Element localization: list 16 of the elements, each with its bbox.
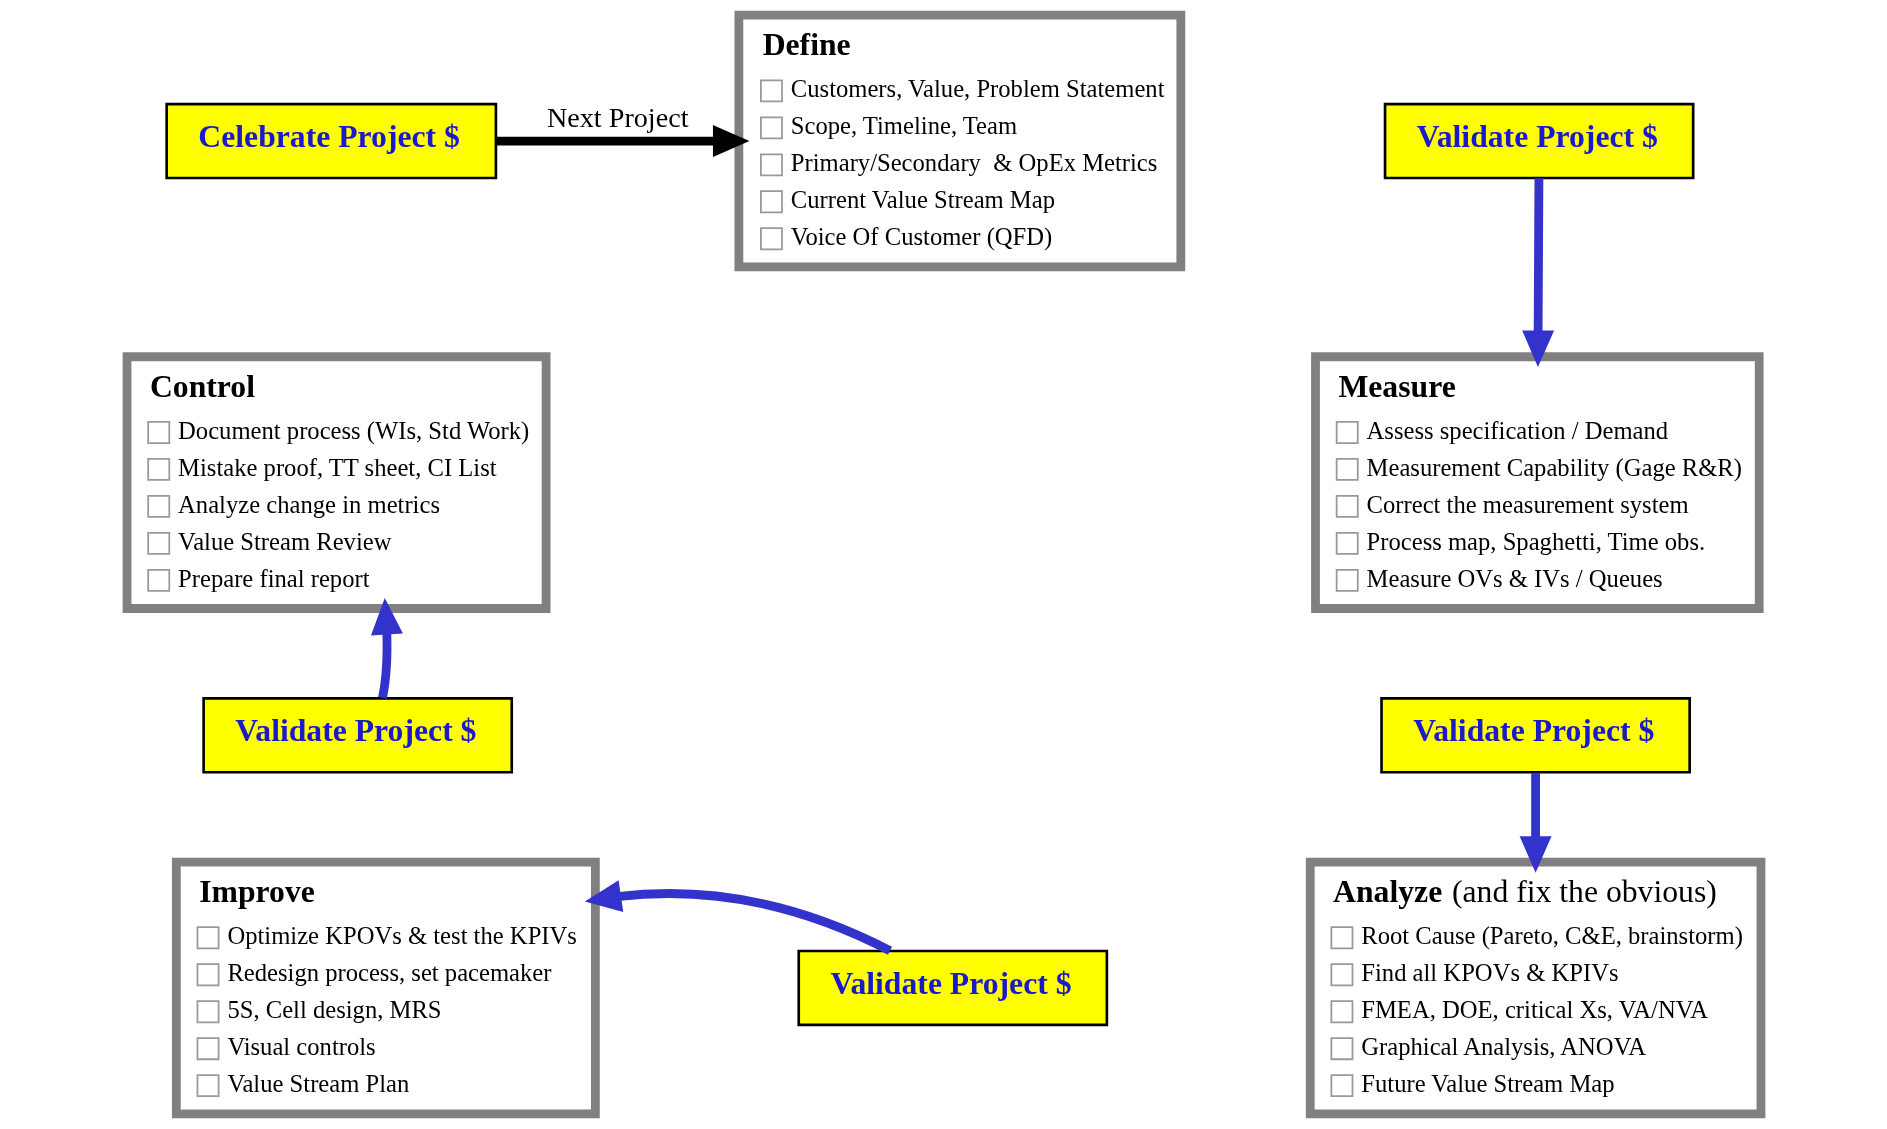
arrow	[1519, 772, 1552, 873]
node-box: Validate Project $	[1383, 102, 1694, 180]
node-box: Improve Optimize KPOVs & test the KPIVs Redesign process, set pacemaker 5S, Cell design, MRS Visual controls Value Stream Plan	[171, 857, 600, 1119]
arrow	[584, 880, 892, 955]
node-box: Define Customers, Value, Problem Statement Scope, Timeline, Team Primary/Secondary & OpEx Metrics Current Value Stream Map Voice Of Customer (QFD)	[734, 10, 1185, 272]
node-box: Control Document process (WIs, Std Work) Mistake proof, TT sheet, CI List Analyze change in metrics Value Stream Review Prepare final report	[122, 352, 550, 613]
arrow	[1521, 178, 1554, 368]
node-box: Validate Project $	[1379, 697, 1691, 774]
node-box: Validate Project $	[796, 949, 1108, 1027]
node-box: Analyze (and fix the obvious) Root Cause (Pareto, C&E, brainstorm) Find all KPOVs & KPIVs FMEA, DOE, critical Xs, VA/NVA Graphical Analysis, ANOVA Future Value Stream Map	[1305, 857, 1765, 1119]
arrow	[495, 125, 749, 158]
node-box: Validate Project $	[201, 697, 513, 774]
node-box: Celebrate Project $	[164, 102, 497, 180]
edge-label: Next Project	[546, 101, 688, 133]
node-box: Measure Assess specification / Demand Measurement Capability (Gage R&R) Correct the measurement system Process map, Spaghetti, Time obs. Measure OVs & IVs / Queues	[1310, 352, 1764, 613]
arrow	[370, 598, 403, 699]
